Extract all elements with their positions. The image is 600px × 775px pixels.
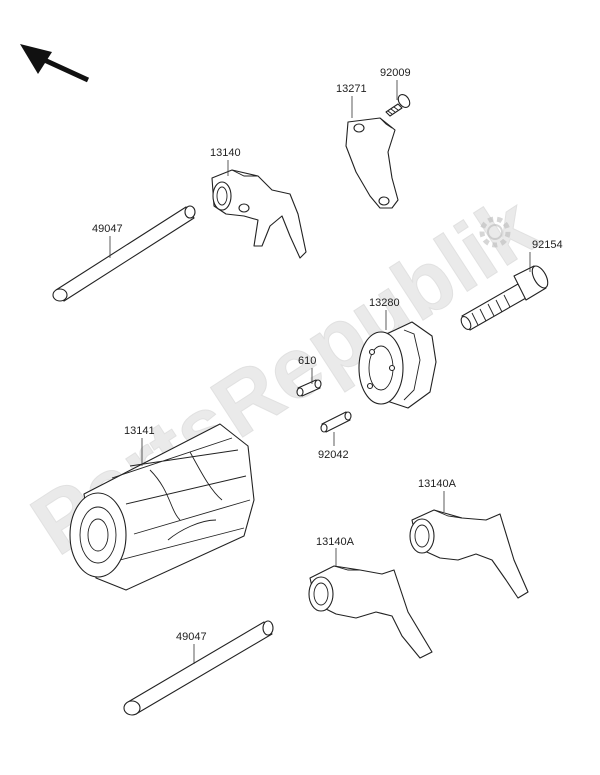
part-label-49047-bottom: 49047 [176, 631, 207, 643]
part-label-92009: 92009 [380, 67, 411, 79]
screw-92009[interactable] [385, 92, 412, 117]
shift-fork-13140[interactable] [211, 169, 307, 259]
bolt-92154[interactable] [459, 264, 551, 331]
bracket-13271[interactable] [345, 117, 399, 209]
part-label-92154: 92154 [532, 239, 563, 251]
shaft-49047-bottom[interactable] [123, 620, 274, 716]
part-label-49047-top: 49047 [92, 223, 123, 235]
part-label-13140a-left: 13140A [316, 536, 355, 548]
part-label-13280: 13280 [369, 297, 400, 309]
drum-cam-13280[interactable] [358, 321, 437, 409]
shift-fork-13140a-right[interactable] [409, 509, 529, 599]
part-labels: 13271 92009 13140 49047 92154 13280 610 … [92, 67, 563, 643]
part-label-13140a-right: 13140A [418, 478, 457, 490]
part-label-13141: 13141 [124, 425, 155, 437]
shift-drum-13141[interactable] [69, 423, 255, 591]
leader-lines [109, 80, 531, 664]
arrow-up-left-icon [20, 44, 90, 83]
part-label-13271: 13271 [336, 83, 367, 95]
shift-fork-13140a-left[interactable] [308, 565, 433, 659]
gear-watermark-icon [479, 216, 511, 248]
part-label-610: 610 [298, 355, 316, 367]
part-label-92042: 92042 [318, 449, 349, 461]
pin-92042[interactable] [320, 411, 352, 433]
shaft-49047-top[interactable] [52, 205, 196, 302]
part-label-13140: 13140 [210, 147, 241, 159]
pin-610[interactable] [296, 379, 322, 397]
